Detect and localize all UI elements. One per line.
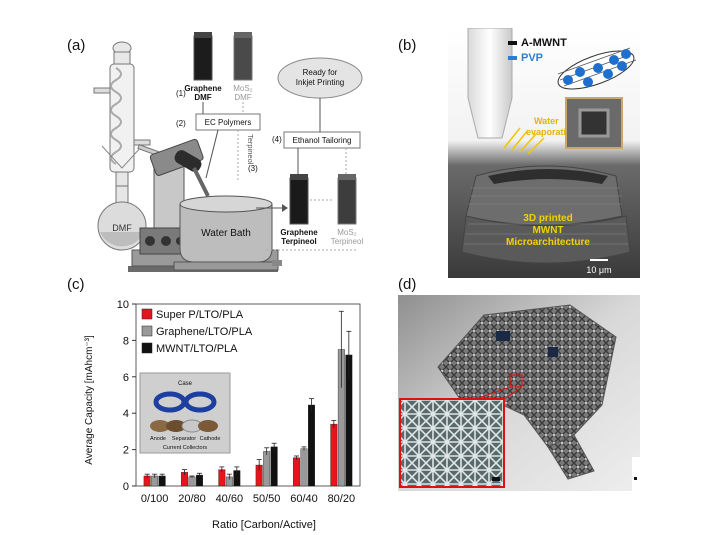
step-2-label: (2)	[176, 119, 186, 128]
water-evaporation-label-1: Water	[534, 116, 559, 126]
x-tick-label: 50/50	[253, 493, 281, 505]
condenser-drawing	[93, 41, 161, 187]
inset-separator-label: Separator	[172, 436, 196, 442]
bar	[330, 423, 338, 487]
chart-axes	[135, 303, 361, 487]
mos2-terpineol-label-2: Terpineol	[331, 237, 364, 246]
mos2-terpineol-label-1: MoS₂	[337, 228, 357, 237]
vial-mos2-dmf	[233, 32, 253, 81]
inset-collectors-label: Current Collectors	[163, 445, 208, 451]
lattice-zoom-inset	[399, 398, 505, 488]
step-3-label: (3)	[248, 164, 258, 173]
panel-a-schematic: DMF Water Bath Graphene DMF MoS₂ DMF (1)…	[88, 28, 378, 273]
y-tick-label: 10	[117, 299, 129, 311]
step-4-label: (4)	[272, 135, 282, 144]
vial-graphene-dmf	[193, 32, 213, 81]
x-tick-label: 80/20	[328, 493, 356, 505]
ethanol-tailoring-label: Ethanol Tailoring	[292, 136, 351, 145]
y-axis-label: Average Capacity [mAhcm⁻³]	[84, 335, 95, 465]
dmf-flask-drawing	[97, 185, 147, 251]
battery-inset-photo: Case Anode Separator Cathode Current Col…	[139, 372, 231, 454]
structure-label-3: Microarchitecture	[506, 237, 590, 248]
legend-label: Super P/LTO/PLA	[156, 309, 244, 321]
mos2-dmf-label-1: MoS₂	[233, 84, 253, 93]
panel-label-c: (c)	[67, 276, 85, 293]
ethanol-tailoring-box	[283, 131, 361, 149]
inset-case-label: Case	[178, 381, 193, 387]
printer-nozzle	[467, 28, 513, 139]
ec-polymers-box	[195, 113, 261, 131]
legend-swatch	[141, 342, 153, 354]
bar	[308, 404, 315, 487]
dmf-flask-label: DMF	[112, 223, 132, 233]
panel-d-drawing	[398, 295, 640, 491]
vial-mos2-terpineol	[337, 174, 357, 225]
legend-swatch	[141, 308, 153, 320]
legend-swatch	[141, 325, 153, 337]
chart-legend: Super P/LTO/PLA Graphene/LTO/PLA MWNT/LTO/…	[141, 308, 253, 355]
panel-a-drawing: DMF Water Bath Graphene DMF MoS₂ DMF (1)…	[88, 28, 378, 273]
panel-label-b: (b)	[398, 37, 417, 54]
plot-frame	[135, 303, 361, 487]
bar	[188, 476, 196, 487]
legend-pvp: PVP	[521, 52, 543, 64]
chart-bars	[143, 310, 353, 487]
y-tick-label: 0	[123, 481, 129, 493]
capacity-bar-chart: 0 2 4 6 8 10 0/100 20/80 40/60 50/50 60/40 80/20 Ra…	[84, 299, 361, 531]
bar	[270, 446, 278, 487]
legend-label: MWNT/LTO/PLA	[156, 343, 238, 355]
graphene-terpineol-label-2: Terpineol	[281, 237, 316, 246]
water-evaporation-label-2: evaporation	[526, 127, 577, 137]
y-tick-label: 8	[123, 335, 129, 347]
y-tick-label: 2	[123, 445, 129, 457]
panel-b-drawing: A-MWNT PVP Water evaporation 3D printed …	[448, 28, 640, 278]
panel-c-chart: 0 2 4 6 8 10 0/100 20/80 40/60 50/50 60/40 80/20 Ra…	[78, 290, 370, 532]
legend-amwnt: A-MWNT	[521, 37, 567, 49]
water-bath-drawing	[173, 195, 282, 271]
step-1-label: (1)	[176, 89, 186, 98]
x-tick-label: 40/60	[216, 493, 244, 505]
y-tick-label: 6	[123, 372, 129, 384]
evaporation-arrows	[503, 127, 545, 155]
y-tick-label: 4	[123, 408, 129, 420]
panel-b-image: A-MWNT PVP Water evaporation 3D printed …	[448, 28, 640, 278]
legend-label: Graphene/LTO/PLA	[156, 326, 253, 338]
panel-d-image	[398, 295, 640, 491]
panel-label-a: (a)	[67, 37, 86, 54]
printed-structure	[461, 165, 631, 264]
ready-label-1: Ready for	[303, 68, 338, 77]
bar	[293, 457, 300, 487]
graphene-dmf-label-2: DMF	[194, 93, 211, 102]
chart-ticks: 0 2 4 6 8 10 0/100 20/80 40/60 50/50 60/40 80/20	[117, 299, 355, 505]
ec-polymers-label: EC Polymers	[205, 118, 252, 127]
graphene-terpineol-label-1: Graphene	[280, 228, 318, 237]
x-tick-label: 0/100	[141, 493, 169, 505]
bar	[263, 451, 271, 487]
x-axis-label: Ratio [Carbon/Active]	[212, 519, 316, 531]
x-tick-label: 20/80	[178, 493, 206, 505]
bar	[300, 448, 308, 487]
terpineol-side-label: Terpineol	[246, 134, 255, 165]
ready-label-2: Inkjet Printing	[296, 78, 344, 87]
structure-label-1: 3D printed	[523, 213, 572, 224]
x-tick-label: 60/40	[290, 493, 318, 505]
graphene-dmf-label-1: Graphene	[184, 84, 222, 93]
vial-graphene-terpineol	[289, 174, 309, 225]
panel-label-d: (d)	[398, 276, 417, 293]
nanotube-illustration	[557, 47, 637, 90]
inset-anode-label: Anode	[150, 436, 166, 442]
water-bath-label: Water Bath	[201, 228, 251, 239]
scale-bar-label: 10 μm	[586, 265, 611, 275]
inset-cathode-label: Cathode	[200, 436, 221, 442]
mos2-dmf-label-2: DMF	[234, 93, 251, 102]
structure-label-2: MWNT	[532, 225, 563, 236]
